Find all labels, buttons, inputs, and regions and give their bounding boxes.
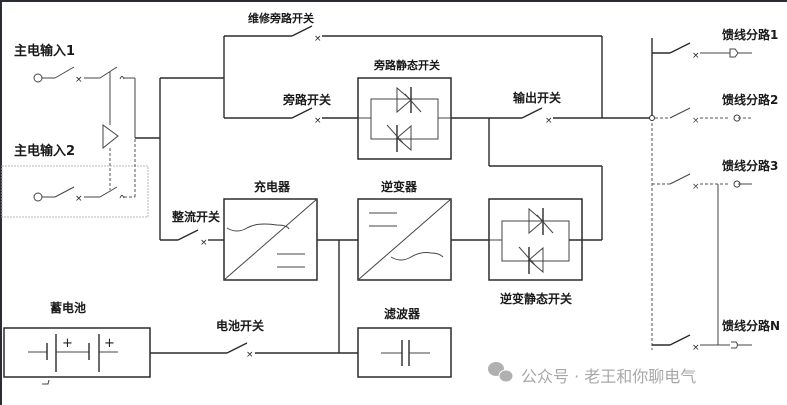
- input-terminal-icon: [33, 192, 43, 202]
- battery-plus-sign: +: [62, 336, 73, 351]
- ac-wave-icon: [390, 252, 444, 261]
- inverter-static-switch-label: 逆变静态开关: [500, 291, 572, 306]
- breaker-x-icon: ×: [75, 194, 83, 204]
- battery-plus-sign: +: [104, 336, 115, 351]
- bypass-static-switch-label: 旁路静态开关: [373, 58, 440, 72]
- main-input-1-label: 主电输入1: [14, 43, 75, 59]
- breaker-x-icon: ×: [692, 51, 700, 61]
- thyristor-icon: [386, 124, 412, 152]
- feeder-switch-blade: [669, 173, 691, 185]
- feeder-branch-1: × 馈线分路1: [652, 27, 778, 61]
- rectifier-switch-blade: [177, 229, 199, 241]
- feeder-switch-blade: [669, 107, 691, 119]
- wechat-icon: [488, 362, 514, 383]
- breaker-x-icon: ×: [692, 182, 700, 192]
- battery: 蓄电池 + +: [3, 300, 151, 385]
- feeder-bus: [649, 38, 719, 350]
- input-transfer-mechanism: [102, 72, 161, 240]
- breaker-x-icon: ×: [692, 343, 700, 353]
- breaker-x-icon: ×: [75, 75, 83, 85]
- breaker-x-icon: ×: [246, 350, 254, 360]
- converter-diagonal: [223, 198, 318, 281]
- input-terminal-icon: [33, 73, 43, 83]
- inverter: 逆变器: [357, 179, 452, 281]
- main-input-2: 主电输入2 ×: [1, 138, 149, 218]
- rectifier-path: × 整流开关: [160, 209, 224, 248]
- filter: 滤波器: [357, 306, 452, 378]
- inverter-static-switch: 逆变静态开关: [488, 198, 602, 306]
- output-terminal-icon: [731, 341, 738, 349]
- main-input-2-label: 主电输入2: [14, 143, 75, 159]
- bypass-switch-label: 旁路开关: [282, 92, 331, 107]
- charger-label: 充电器: [254, 179, 291, 194]
- breaker-x-icon: ×: [314, 116, 322, 126]
- maintenance-bypass-switch-blade: [291, 25, 313, 37]
- feeder-n-label: 馈线分路N: [722, 318, 780, 333]
- feeder-switch-blade: [669, 42, 691, 54]
- transfer-switch-blade: [99, 66, 118, 79]
- feeder-1-label: 馈线分路1: [722, 27, 778, 42]
- watermark-text: 公众号 · 老王和你聊电气: [521, 367, 696, 386]
- breaker-x-icon: ×: [314, 34, 322, 44]
- breaker-x-icon: ×: [200, 238, 208, 248]
- battery-switch-blade: [226, 342, 248, 354]
- input-1-switch-blade: [54, 66, 75, 79]
- maintenance-bypass-path: × 维修旁路开关: [160, 11, 603, 118]
- maintenance-bypass-switch-label: 维修旁路开关: [248, 11, 314, 25]
- feeder-switch-blade: [669, 334, 691, 346]
- feeder-branch-3: × 馈线分路3: [652, 158, 778, 192]
- output-switch-blade: [521, 107, 543, 119]
- bypass-path: × 旁路开关: [224, 92, 358, 126]
- charger: 充电器: [223, 179, 318, 281]
- filter-label: 滤波器: [384, 306, 421, 321]
- bus-junction-icon: [649, 115, 655, 121]
- battery-switch-label: 电池开关: [216, 318, 264, 333]
- thyristor-icon: [518, 246, 544, 274]
- output-path: × 输出开关: [451, 90, 652, 240]
- output-terminal-icon: [729, 48, 739, 58]
- breaker-x-icon: ×: [545, 116, 553, 126]
- main-input-1: 主电输入1 ×: [14, 43, 136, 138]
- interlock-triangle-icon: [102, 124, 119, 150]
- feeder-3-label: 馈线分路3: [722, 158, 778, 173]
- input-2-dotted-frame: [1, 165, 149, 218]
- feeder-branch-n: × 馈线分路N: [652, 318, 780, 353]
- feeder-branch-2: × 馈线分路2: [655, 92, 778, 126]
- battery-label: 蓄电池: [50, 300, 86, 315]
- top-border: [0, 0, 787, 2]
- left-border: [0, 0, 2, 405]
- watermark: 公众号 · 老王和你聊电气: [488, 362, 696, 386]
- bypass-static-switch: 旁路静态开关: [357, 58, 452, 160]
- battery-switch-path: × 电池开关: [150, 318, 358, 360]
- output-switch-label: 输出开关: [513, 90, 561, 105]
- ac-wave-icon: [226, 223, 290, 232]
- input-2-switch-blade: [54, 186, 75, 198]
- bypass-switch-blade: [291, 107, 313, 119]
- inverter-label: 逆变器: [381, 179, 418, 194]
- rectifier-switch-label: 整流开关: [171, 209, 220, 224]
- converter-diagonal: [357, 198, 452, 281]
- feeder-2-label: 馈线分路2: [722, 92, 778, 107]
- breaker-x-icon: ×: [692, 116, 700, 126]
- thyristor-icon: [396, 86, 422, 114]
- thyristor-icon: [528, 207, 554, 235]
